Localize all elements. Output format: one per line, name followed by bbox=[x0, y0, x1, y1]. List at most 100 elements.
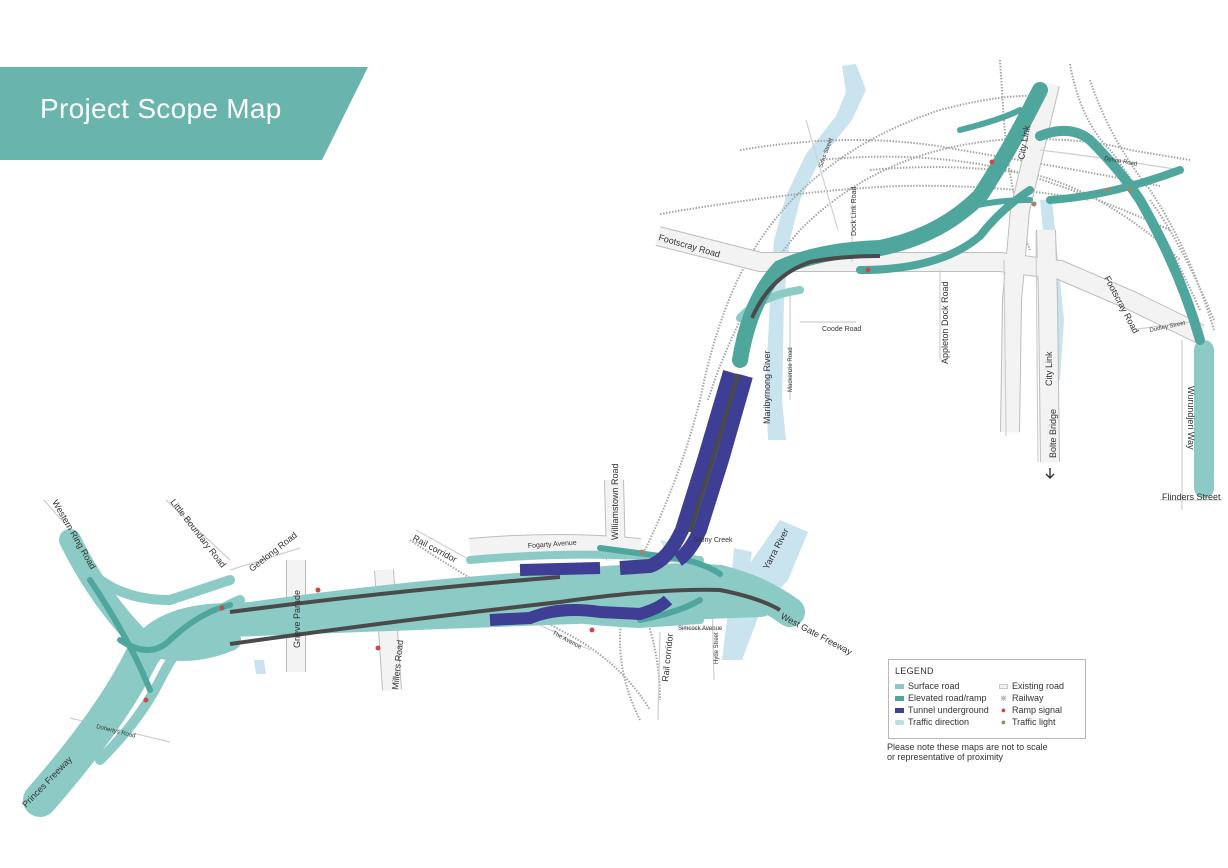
label-coode-road: Coode Road bbox=[822, 326, 861, 333]
legend-label: Existing road bbox=[1012, 681, 1065, 691]
railway-icon: ⋇ bbox=[999, 692, 1008, 703]
label-grieve-parade: Grieve Parade bbox=[292, 590, 302, 648]
existing-road-swatch bbox=[999, 683, 1008, 689]
elevated-road-swatch bbox=[895, 695, 904, 701]
median-tunnel bbox=[688, 373, 740, 533]
label-appleton-dock-road: Appleton Dock Road bbox=[940, 281, 950, 364]
western-ring-road-line bbox=[43, 499, 71, 531]
rail-corridor-1-line bbox=[415, 529, 471, 561]
ramp-signal-1 bbox=[219, 605, 225, 611]
legend: LEGEND Surface road Elevated road/ramp T… bbox=[888, 659, 1086, 739]
railway-line-8 bbox=[1069, 63, 1201, 311]
tunnel-swatch bbox=[895, 707, 904, 713]
label-little-boundary-road: Little Boundary Road bbox=[168, 497, 228, 569]
median-west-gate-2 bbox=[229, 587, 782, 646]
legend-item-surface-road: Surface road bbox=[895, 681, 960, 691]
legend-label: Traffic light bbox=[1012, 717, 1056, 727]
footscray-elevated bbox=[732, 82, 1048, 368]
label-rail-corridor-1: Rail corridor bbox=[411, 533, 459, 565]
label-fogarty-avenue: Fogarty Avenue bbox=[528, 540, 577, 550]
legend-item-existing-road: Existing road bbox=[999, 681, 1064, 691]
median-west-gate-1 bbox=[229, 575, 561, 614]
label-city-link-2: City Link bbox=[1044, 351, 1054, 386]
legend-item-ramp-signal: ● Ramp signal bbox=[999, 705, 1062, 715]
tunnels bbox=[489, 370, 753, 626]
label-bolte-bridge: Bolte Bridge bbox=[1048, 409, 1058, 458]
label-rail-corridor-2: Rail corridor bbox=[660, 633, 675, 682]
ramp-signal-4 bbox=[589, 627, 595, 633]
railway-line-4 bbox=[659, 184, 1091, 215]
traffic-light-icon: ● bbox=[1000, 716, 1007, 727]
princes-ramp-north bbox=[95, 595, 245, 765]
legend-title: LEGEND bbox=[895, 666, 934, 676]
dynon-elevated-2 bbox=[1046, 166, 1184, 204]
ramp-signals bbox=[143, 159, 995, 703]
title-banner-shape bbox=[0, 67, 368, 160]
label-wurundjeri-way: Wurundjeri Way bbox=[1186, 386, 1196, 450]
railway-line-5 bbox=[819, 155, 1171, 231]
legend-label: Tunnel underground bbox=[908, 705, 989, 715]
western-ring-ramp-north bbox=[75, 555, 235, 606]
geelong-road-line bbox=[229, 547, 301, 571]
western-ring-elevated bbox=[87, 577, 153, 693]
railway-line-1 bbox=[619, 94, 1041, 721]
surface-road-swatch bbox=[895, 683, 904, 689]
simcock-avenue-line bbox=[679, 627, 717, 631]
williamstown-surface bbox=[466, 550, 704, 564]
page-title: Project Scope Map bbox=[40, 93, 282, 124]
label-west-gate-freeway: West Gate Freeway bbox=[779, 611, 854, 657]
railway-line-11 bbox=[409, 539, 651, 711]
legend-label: Surface road bbox=[908, 681, 960, 691]
bolte-bridge-road bbox=[1037, 229, 1059, 463]
west-gate-main bbox=[215, 563, 805, 635]
label-mackenzie-road: Mackenzie Road bbox=[788, 347, 794, 392]
legend-item-elevated-road: Elevated road/ramp bbox=[895, 693, 987, 703]
footscray-elevated-2 bbox=[856, 186, 1034, 274]
legend-label: Ramp signal bbox=[1012, 705, 1063, 715]
kororoit-creek-shape bbox=[254, 660, 266, 674]
williamstown-road-road bbox=[605, 479, 625, 561]
ramp-signal-6 bbox=[989, 159, 995, 165]
city-link-elevated bbox=[957, 107, 1023, 133]
legend-label: Railway bbox=[1012, 693, 1044, 703]
dudley-street bbox=[1129, 321, 1191, 331]
railway-line-12 bbox=[639, 599, 661, 701]
bolte-elevated-link bbox=[957, 197, 1033, 213]
ramp-signal-3 bbox=[375, 645, 381, 651]
tunnel-westgate-north bbox=[519, 562, 601, 576]
legend-label: Traffic direction bbox=[908, 717, 970, 727]
legend-item-traffic-light: ● Traffic light bbox=[999, 717, 1056, 727]
label-stony-creek: Stony Creek bbox=[694, 537, 733, 544]
ramp-signal-2 bbox=[315, 587, 321, 593]
legend-item-traffic-direction: Traffic direction bbox=[895, 717, 969, 727]
traffic-light-1 bbox=[1105, 187, 1111, 193]
label-hyde-street: Hyde Street bbox=[714, 632, 720, 664]
scale-note: Please note these maps are not to scale … bbox=[887, 742, 1048, 762]
railway-line-10 bbox=[1149, 199, 1215, 321]
median-footscray bbox=[750, 254, 881, 319]
tunnel-northbound bbox=[619, 370, 737, 575]
label-simcock-avenue: Simcock Avenue bbox=[678, 626, 723, 632]
scale-note-line-2: or representative of proximity bbox=[887, 752, 1004, 762]
railway-line-9 bbox=[1089, 79, 1215, 331]
title-banner: Project Scope Map bbox=[0, 67, 368, 160]
traffic-lights bbox=[639, 187, 1133, 555]
ramp-signal-5 bbox=[865, 267, 871, 273]
ramp-signal-7 bbox=[143, 697, 149, 703]
sims-street bbox=[805, 119, 839, 231]
little-boundary-road bbox=[165, 499, 231, 561]
tunnel-westgate-south bbox=[489, 595, 673, 626]
legend-item-railway: ⋇ Railway bbox=[999, 693, 1044, 703]
tunnel-southbound bbox=[673, 374, 753, 566]
down-arrow-icon bbox=[1045, 468, 1055, 479]
label-flinders-street: Flinders Street bbox=[1162, 492, 1221, 502]
scale-note-line-1: Please note these maps are not to scale bbox=[887, 742, 1048, 752]
bolte-bridge-line bbox=[1035, 231, 1039, 463]
ramp-signal-icon: ● bbox=[1000, 704, 1007, 715]
label-williamstown-road: Williamstown Road bbox=[610, 463, 620, 540]
direction-arrow-icon bbox=[895, 719, 904, 725]
traffic-light-4 bbox=[639, 549, 645, 555]
footscray-road bbox=[655, 227, 1204, 343]
